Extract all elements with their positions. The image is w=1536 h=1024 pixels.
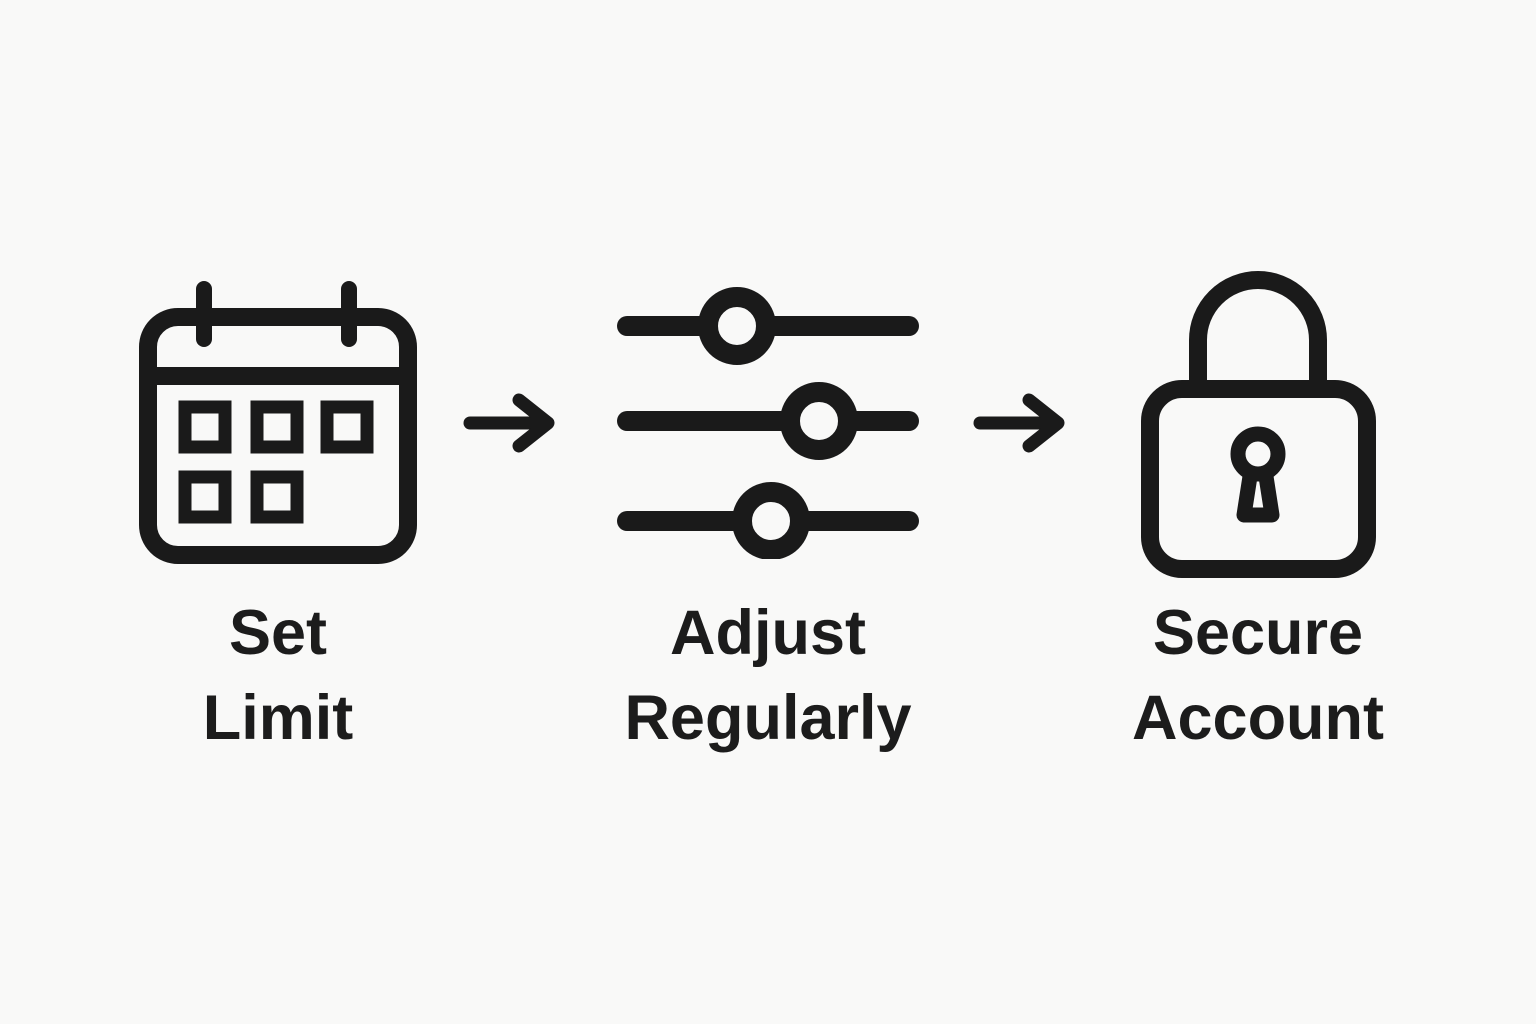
step-secure-account: Secure Account xyxy=(1073,263,1443,761)
step-icon-box xyxy=(1073,263,1443,583)
step-icon-box xyxy=(93,263,463,583)
step-label-secure-account: Secure Account xyxy=(1132,597,1384,753)
lock-icon xyxy=(1140,270,1376,578)
process-flow: Set Limit Adjust Regularly xyxy=(93,263,1443,761)
step-label-set-limit: Set Limit xyxy=(202,597,354,753)
sliders-icon xyxy=(617,286,919,559)
arrow-right-icon xyxy=(973,393,1065,453)
connector-arrow-1 xyxy=(463,263,563,583)
step-icon-box xyxy=(563,263,973,583)
calendar-icon xyxy=(139,280,417,564)
step-set-limit: Set Limit xyxy=(93,263,463,761)
step-adjust-regularly: Adjust Regularly xyxy=(563,263,973,761)
arrow-right-icon xyxy=(463,393,555,453)
step-label-adjust-regularly: Adjust Regularly xyxy=(624,597,912,753)
connector-arrow-2 xyxy=(973,263,1073,583)
